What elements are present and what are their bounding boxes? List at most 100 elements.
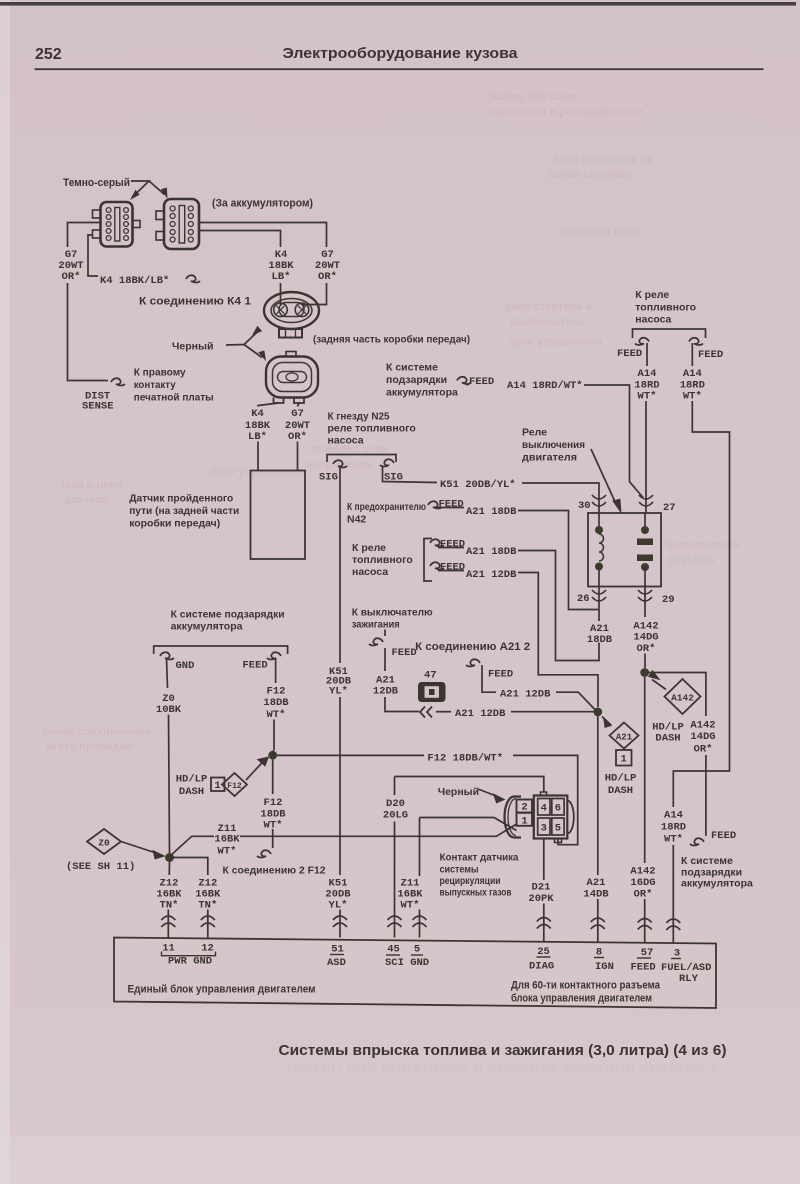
svg-text:29: 29: [662, 594, 675, 606]
svg-text:D21: D21: [532, 882, 551, 894]
svg-text:FEED: FEED: [711, 830, 736, 842]
svg-text:Контакт датчика: Контакт датчика: [440, 852, 519, 864]
svg-text:A14: A14: [664, 810, 683, 822]
svg-text:топливного: топливного: [635, 302, 696, 314]
svg-text:K51 20DB/YL*: K51 20DB/YL*: [440, 479, 516, 491]
svg-text:57: 57: [641, 947, 654, 959]
svg-text:A21 12DB: A21 12DB: [466, 569, 517, 581]
svg-text:OR*: OR*: [62, 271, 81, 283]
svg-text:WT*: WT*: [218, 846, 237, 858]
svg-text:47: 47: [424, 670, 437, 682]
svg-text:A21: A21: [616, 733, 633, 743]
svg-text:реле стартера и: реле стартера и: [505, 301, 592, 313]
svg-text:A21 18DB: A21 18DB: [466, 546, 517, 558]
svg-text:K4 18BK/LB*: K4 18BK/LB*: [100, 275, 169, 287]
svg-text:FEED: FEED: [392, 647, 417, 659]
svg-text:10BK: 10BK: [156, 704, 182, 716]
svg-text:зажигание и распределение: зажигание и распределение: [490, 106, 643, 118]
svg-text:схема подключения: схема подключения: [42, 726, 151, 738]
svg-text:SCI GND: SCI GND: [385, 957, 429, 969]
svg-text:FEED: FEED: [631, 962, 656, 974]
svg-text:4: 4: [541, 803, 547, 815]
svg-text:DASH: DASH: [655, 733, 680, 745]
svg-text:выключения: выключения: [522, 439, 585, 451]
svg-text:Z11: Z11: [218, 823, 237, 835]
svg-text:(задняя часть коробки передач): (задняя часть коробки передач): [313, 334, 470, 346]
svg-text:коробки передач): коробки передач): [129, 518, 220, 530]
svg-text:схеме системы: схеме системы: [548, 169, 631, 181]
svg-text:16BK: 16BK: [397, 889, 423, 901]
svg-text:51: 51: [331, 944, 344, 956]
svg-text:двигателя: двигателя: [522, 452, 577, 464]
svg-text:FEED: FEED: [488, 669, 513, 681]
svg-text:14DG: 14DG: [633, 632, 658, 644]
svg-text:рециркуляции: рециркуляции: [440, 875, 501, 887]
svg-text:насоса: насоса: [635, 314, 671, 326]
svg-text:SIG: SIG: [319, 472, 338, 484]
svg-text:FEED: FEED: [440, 562, 465, 574]
svg-text:A142: A142: [630, 866, 655, 878]
svg-text:16BK: 16BK: [156, 889, 182, 901]
svg-text:HD/LP: HD/LP: [605, 773, 637, 785]
svg-text:Z12: Z12: [160, 878, 179, 890]
svg-text:45: 45: [387, 944, 400, 956]
svg-text:HD/LP: HD/LP: [176, 774, 208, 786]
svg-text:2: 2: [521, 802, 527, 814]
svg-text:OR*: OR*: [634, 889, 653, 901]
svg-text:цепи управления: цепи управления: [508, 336, 602, 348]
svg-text:20DB: 20DB: [325, 889, 351, 901]
svg-text:К системе: К системе: [386, 362, 438, 374]
svg-text:блока управления двигателем: блока управления двигателем: [511, 993, 652, 1005]
svg-text:16BK: 16BK: [214, 834, 240, 846]
svg-text:18DB: 18DB: [587, 634, 613, 646]
svg-text:проверка цепи: проверка цепи: [308, 443, 389, 455]
svg-text:20WT: 20WT: [285, 420, 310, 432]
svg-text:DASH: DASH: [179, 786, 204, 798]
svg-text:дв: дв: [130, 991, 144, 1003]
svg-text:контакту: контакту: [134, 379, 176, 391]
svg-text:ASD: ASD: [327, 957, 346, 969]
svg-text:WT*: WT*: [267, 709, 286, 721]
svg-text:датчика: датчика: [64, 494, 108, 506]
svg-text:разъема: разъема: [668, 554, 715, 566]
svg-text:контакты реле: контакты реле: [560, 226, 639, 238]
svg-text:1: 1: [521, 816, 527, 828]
svg-text:1: 1: [621, 754, 627, 766]
svg-text:25: 25: [537, 946, 550, 958]
svg-text:Системы впрыска топлива и зажи: Системы впрыска топлива и зажигания (3,0…: [279, 1042, 727, 1059]
svg-text:D20: D20: [386, 798, 405, 810]
svg-text:Для 60-ти контактного разъема: Для 60-ти контактного разъема: [511, 980, 661, 992]
svg-text:Единый блок управления двигате: Единый блок управления двигателем: [128, 984, 316, 996]
svg-text:A142: A142: [633, 621, 658, 633]
svg-text:6: 6: [555, 803, 561, 815]
svg-text:выпускных газов: выпускных газов: [440, 887, 512, 899]
svg-text:Системы впрыска топлива и зажи: Системы впрыска топлива и зажигания (3,0…: [287, 1060, 717, 1075]
svg-text:аккумулятора: аккумулятора: [681, 878, 753, 890]
svg-text:системы: системы: [440, 864, 479, 876]
svg-text:5: 5: [555, 823, 561, 835]
svg-text:YL*: YL*: [329, 686, 348, 698]
svg-text:20WT: 20WT: [315, 260, 340, 272]
svg-text:14DB: 14DB: [583, 889, 609, 901]
svg-text:К соединению К4 1: К соединению К4 1: [139, 296, 251, 308]
svg-text:К правому: К правому: [134, 367, 186, 379]
svg-text:Реле: Реле: [522, 427, 547, 439]
svg-text:F12: F12: [227, 782, 242, 791]
svg-text:TN*: TN*: [198, 900, 217, 912]
svg-text:OR*: OR*: [288, 431, 307, 443]
svg-text:DIAG: DIAG: [529, 961, 554, 973]
svg-text:аккумулятора: аккумулятора: [386, 387, 458, 399]
svg-text:SIG: SIG: [384, 472, 403, 484]
svg-text:252: 252: [35, 46, 62, 63]
svg-text:насоса: насоса: [352, 566, 388, 578]
svg-text:насоса: насоса: [328, 435, 364, 447]
svg-text:Z0: Z0: [162, 693, 175, 705]
svg-text:12: 12: [201, 943, 214, 955]
svg-text:Черный: Черный: [172, 341, 213, 353]
svg-text:A21: A21: [587, 877, 606, 889]
svg-text:К реле: К реле: [635, 289, 669, 301]
svg-text:26: 26: [577, 593, 590, 605]
svg-text:зажигания: зажигания: [352, 619, 400, 631]
svg-text:тока в цепи: тока в цепи: [60, 479, 123, 491]
svg-text:топливного: топливного: [352, 554, 413, 566]
